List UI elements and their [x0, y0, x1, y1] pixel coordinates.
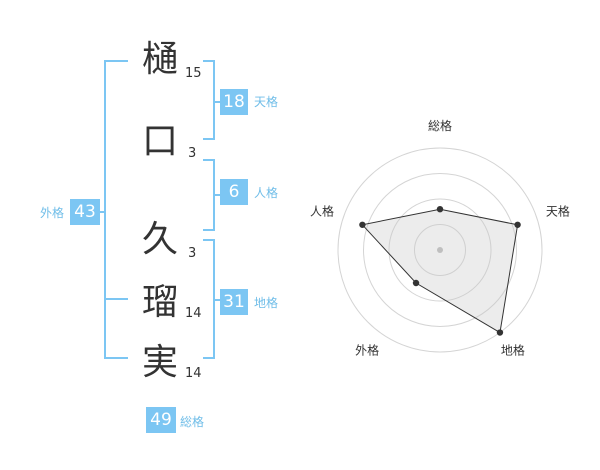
radar-point-3 — [496, 329, 504, 336]
chikaku-label: 地格 — [254, 296, 279, 310]
radar-axis-label-2: 天格 — [546, 204, 570, 219]
chikaku-connector — [215, 299, 220, 301]
radar-axis-label-3: 地格 — [501, 342, 525, 357]
tenkaku-label: 天格 — [254, 95, 279, 109]
gaikaku-value: 43 — [70, 199, 100, 225]
chikaku-value: 31 — [220, 289, 248, 315]
name-char-1: 樋 — [141, 39, 178, 80]
stroke-count-4: 14 — [185, 306, 202, 321]
gaikaku-bracket — [104, 60, 128, 300]
stroke-count-2: 3 — [188, 146, 197, 161]
chikaku-bracket — [203, 239, 215, 359]
radar-point-5 — [359, 221, 366, 228]
name-char-5: 実 — [141, 342, 178, 383]
stroke-count-5: 14 — [185, 366, 202, 381]
jinkaku-value: 6 — [220, 179, 248, 205]
radar-point-2 — [514, 221, 521, 228]
stroke-count-1: 15 — [185, 66, 202, 81]
radar-ring-4 — [337, 147, 543, 353]
radar-ring-2 — [388, 198, 492, 302]
tenkaku-bracket — [203, 60, 215, 140]
radar-ring-3 — [363, 173, 517, 327]
jinkaku-connector — [215, 194, 220, 196]
gaikaku-label: 外格 — [40, 206, 65, 220]
radar-point-4 — [412, 279, 420, 287]
radar-axis-label-5: 人格 — [310, 204, 334, 219]
radar-ring-1 — [414, 224, 466, 276]
radar-point-1 — [436, 206, 444, 213]
gaikaku-connector — [98, 211, 106, 213]
radar-axis-label-4: 外格 — [355, 342, 379, 357]
tenkaku-connector — [215, 101, 220, 103]
soukaku-label: 総格 — [180, 415, 205, 429]
tenkaku-value: 18 — [220, 89, 248, 115]
name-char-2: 口 — [141, 121, 178, 162]
soukaku-value: 49 — [146, 407, 176, 433]
gaikaku-bracket-lower — [104, 298, 128, 359]
radar-center-dot — [437, 247, 443, 253]
radar-axis-label-1: 総格 — [428, 118, 452, 133]
name-char-4: 瑠 — [141, 282, 178, 323]
stroke-count-3: 3 — [188, 246, 197, 261]
jinkaku-bracket — [203, 159, 215, 231]
name-char-3: 久 — [141, 219, 178, 260]
jinkaku-label: 人格 — [254, 186, 279, 200]
radar-series-area — [361, 208, 519, 334]
